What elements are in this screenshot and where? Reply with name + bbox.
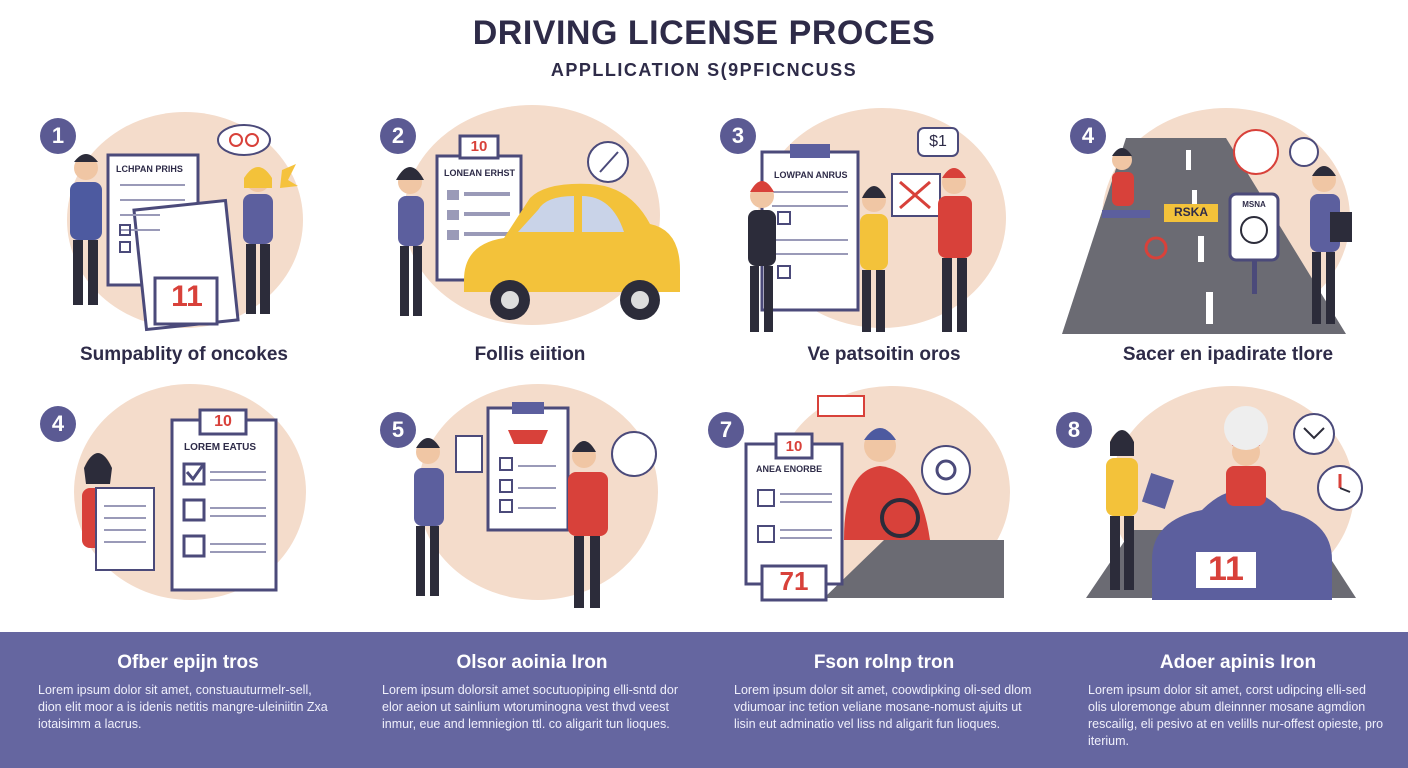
footer-heading-4: Adoer apinis Iron: [1159, 652, 1317, 673]
step-1-caption: Sumpablity of oncokes: [80, 344, 288, 365]
step-8-illustration: [1086, 386, 1363, 600]
pen-bubble-icon: [588, 142, 628, 182]
step-3-illustration: [748, 108, 1006, 332]
mail-bubble-icon: [1294, 414, 1334, 454]
step-3-panel: $1 LOWPAN ANRUS 3 Ve patsoitin oros: [704, 100, 1056, 380]
step-1-panel: LCHPAN PRIHS 11 1 Sumpablity of oncokes: [0, 100, 352, 380]
footer-column-1: Ofber epijn tros Lorem ipsum dolor sit a…: [38, 652, 338, 733]
step-6-badge: 5: [380, 412, 416, 448]
footer-text-1: Lorem ipsum dolor sit amet, constuauturm…: [38, 683, 328, 731]
page-subtitle: APPLLICATION S(9PFICNCUSS: [550, 60, 858, 80]
step-4-caption: Sacer en ipadirate tlore: [1122, 344, 1334, 365]
step-4-sign-label: MSNA: [1242, 200, 1266, 209]
step-2-illustration: [396, 105, 680, 325]
footer-text-3: Lorem ipsum dolor sit amet, coowdipking …: [734, 683, 1032, 731]
step-6-illustration: [414, 384, 658, 608]
step-6-panel: 5: [352, 380, 704, 660]
step-1-doc-title: LCHPAN PRIHS: [116, 164, 183, 174]
step-5-doc-number: 10: [214, 413, 232, 430]
step-2-panel: 10 LONEAN ERHST 2 Follis eiition: [352, 100, 704, 380]
step-7-doc-title: ANEA ENORBE: [756, 464, 823, 474]
step-3-badge: 3: [720, 118, 756, 154]
step-4-road-sign: RSKA: [1173, 205, 1208, 219]
step-7-badge: 7: [708, 412, 744, 448]
step-2-badge: 2: [380, 118, 416, 154]
step-5-illustration: [74, 384, 306, 600]
brain-bubble-icon: [612, 432, 656, 476]
footer-heading-1: Ofber epijn tros: [117, 652, 259, 673]
step-3-caption: Ve patsoitin oros: [807, 344, 961, 365]
checklist-icon: [184, 464, 204, 556]
step-8-tag-number: 11: [1208, 550, 1244, 588]
step-5-panel: 10 LOREM EATUS 4: [0, 380, 352, 660]
step-2-doc-number: 10: [470, 138, 488, 155]
footer-text-4: Lorem ipsum dolor sit amet, corst udipci…: [1088, 683, 1384, 748]
footer-column-2: Olsor aoinia Iron Lorem ipsum dolorsit a…: [382, 652, 682, 733]
step-7-tag-number: 71: [779, 566, 809, 596]
gear-bubble-icon: [922, 446, 970, 494]
step-7-illustration: [744, 386, 1010, 602]
step-4-illustration: [1062, 108, 1352, 334]
footer-text-2: Lorem ipsum dolorsit amet socutuopiping …: [382, 683, 678, 731]
clock-bubble-icon: [1234, 130, 1278, 174]
step-8-panel: 11 8: [1056, 380, 1408, 660]
page-title: DRIVING LICENSE PROCES: [472, 14, 936, 52]
footer-band: Ofber epijn tros Lorem ipsum dolor sit a…: [0, 632, 1408, 768]
step-2-caption: Follis eiition: [474, 344, 586, 365]
step-5-doc-title: LOREM EATUS: [184, 442, 257, 453]
step-3-doc-title: LOWPAN ANRUS: [774, 170, 848, 180]
footer-column-4: Adoer apinis Iron Lorem ipsum dolor sit …: [1088, 652, 1388, 750]
glasses-bubble-icon: [218, 125, 270, 155]
step-3-price: $1: [929, 133, 947, 150]
footer-heading-3: Fson rolnp tron: [813, 652, 955, 673]
step-8-badge: 8: [1056, 412, 1092, 448]
step-2-doc-title: LONEAN ERHST: [444, 168, 516, 178]
footer-heading-2: Olsor aoinia Iron: [456, 652, 608, 673]
map-board-icon: [892, 174, 940, 216]
footer-column-3: Fson rolnp tron Lorem ipsum dolor sit am…: [734, 652, 1034, 733]
step-1-tag-number: 11: [171, 280, 203, 313]
step-4-badge: 4: [1070, 118, 1106, 154]
step-5-badge: 4: [40, 406, 76, 442]
step-7-doc-number: 10: [785, 438, 803, 455]
step-4-panel: RSKA MSNA 4 Sacer en ipadirate tlore: [1056, 100, 1408, 380]
step-7-panel: 10 ANEA ENORBE 71 7: [704, 380, 1056, 660]
step-1-badge: 1: [40, 118, 76, 154]
step-1-illustration: [67, 112, 303, 332]
